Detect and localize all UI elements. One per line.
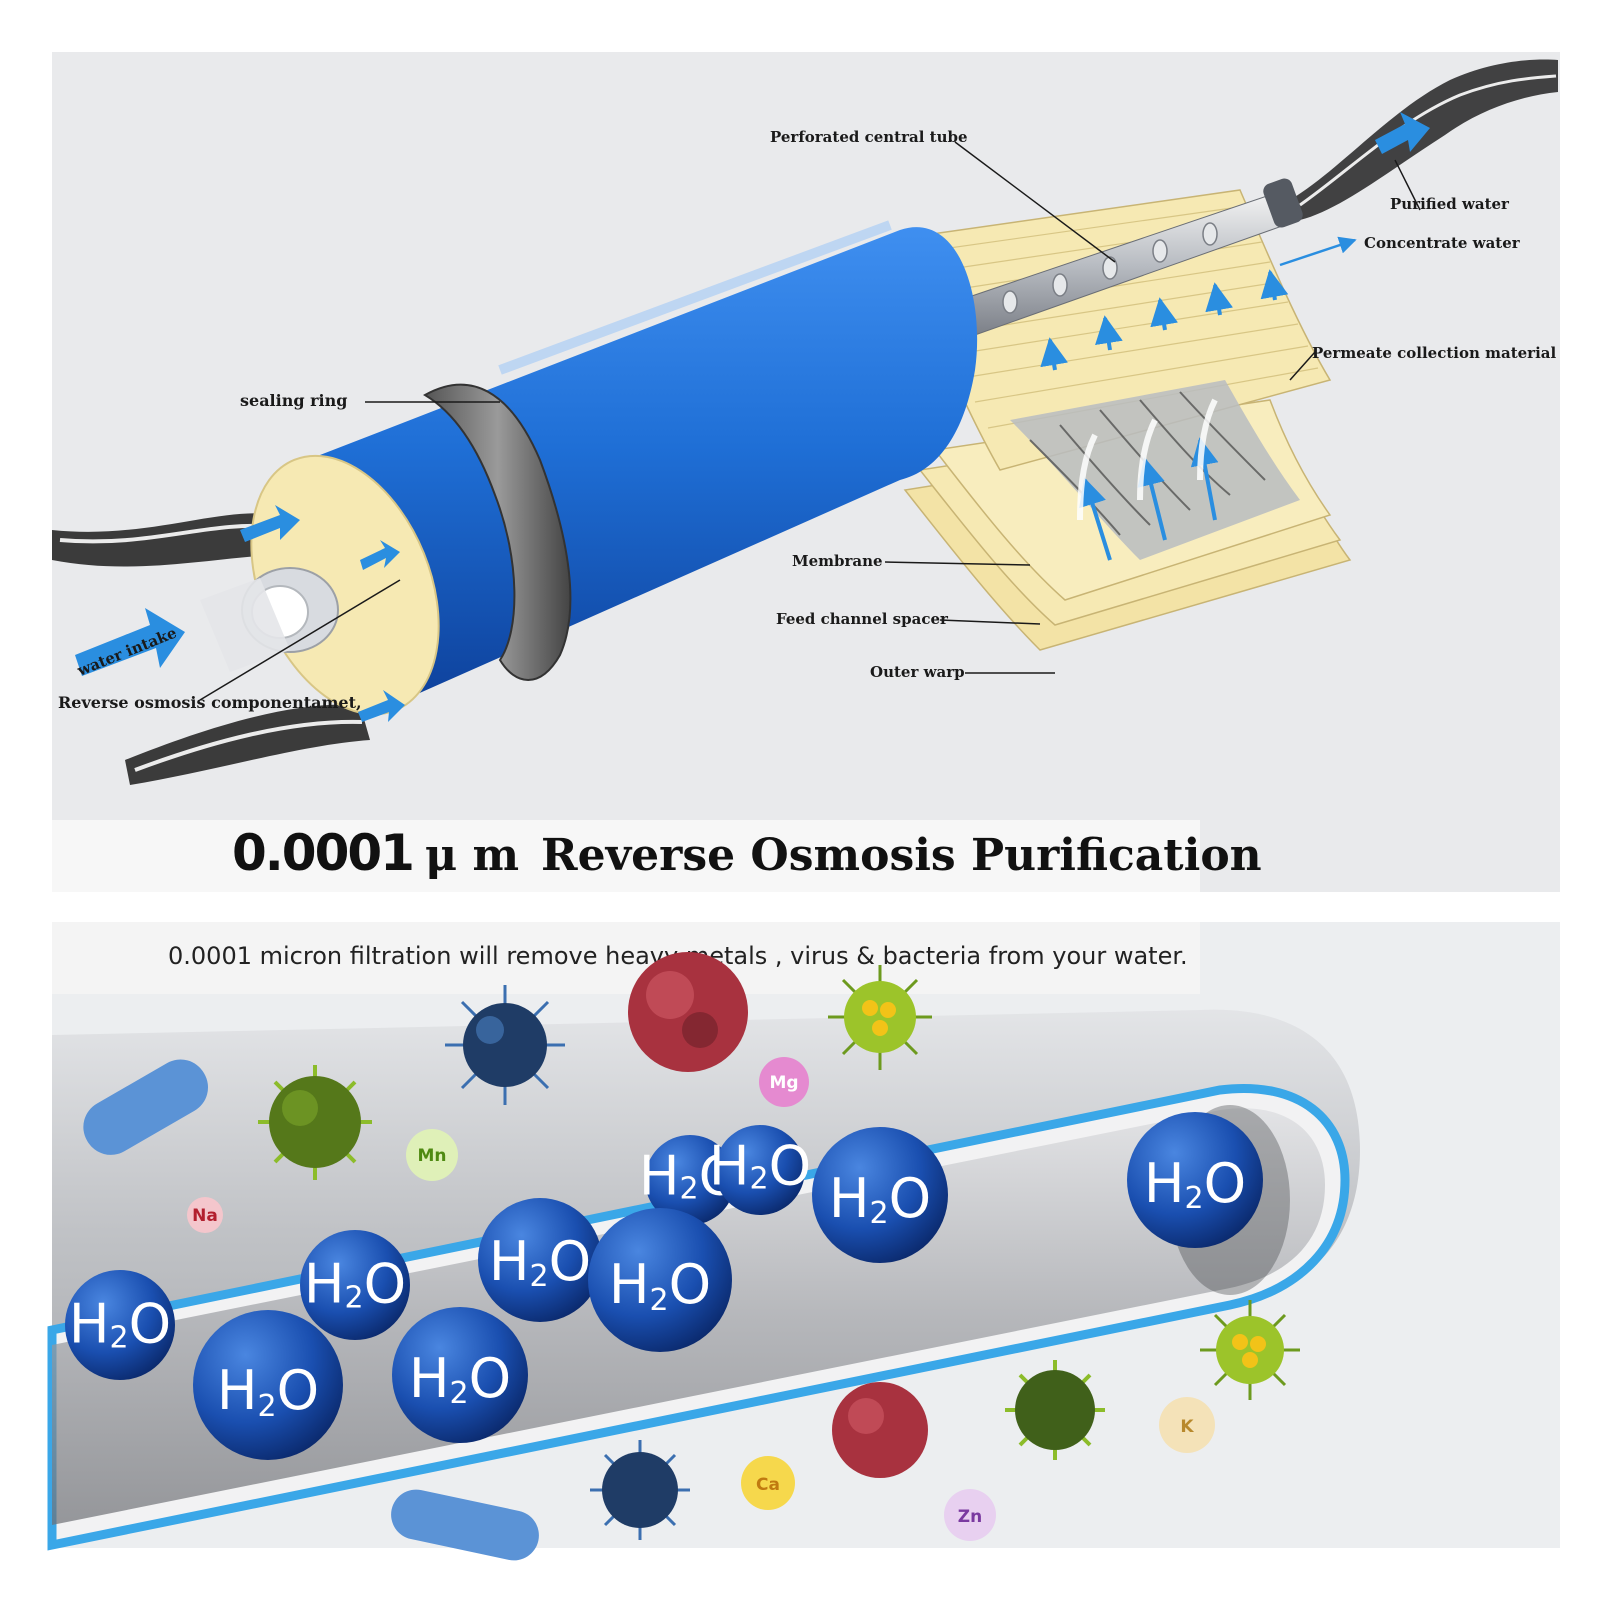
h2o-molecules: H2OH2OH2OH2OH2OH2OH2OH2OH2OH2O	[65, 1112, 1263, 1460]
ions: Na Mn Mg Ca Zn K	[187, 1057, 1215, 1541]
ion-zn-label: Zn	[958, 1507, 982, 1527]
virus-navy-1	[445, 985, 565, 1105]
title-text: Reverse Osmosis Purification	[541, 830, 1262, 881]
label-outer-warp: Outer warp	[870, 663, 965, 681]
contaminants	[83, 952, 1300, 1561]
h2o-molecule: H2O	[193, 1310, 343, 1460]
water-stream-intake-bottom-highlight	[134, 719, 363, 772]
label-purified-water: Purified water	[1390, 195, 1510, 213]
flow-arrows-white	[1077, 398, 1218, 521]
virus-red-2	[832, 1382, 928, 1478]
label-sealing-ring: sealing ring	[240, 391, 347, 410]
h2o-molecule: H2O	[300, 1230, 410, 1340]
ion-mg: Mg	[759, 1057, 809, 1107]
ion-mn: Mn	[406, 1129, 458, 1181]
h2o-sphere	[1127, 1112, 1263, 1248]
water-stream-purified	[1290, 59, 1558, 221]
h2o-sphere	[65, 1270, 175, 1380]
h2o-molecule: H2O	[478, 1198, 602, 1322]
virus-green-2	[1005, 1360, 1105, 1460]
h2o-molecule: H2O	[392, 1307, 528, 1443]
title-band	[52, 820, 1200, 892]
bacteria-rod-2	[391, 1489, 539, 1561]
h2o-molecule: H2O	[1127, 1112, 1263, 1248]
h2o-molecule: H2O	[709, 1125, 811, 1215]
virus-navy-2	[590, 1440, 690, 1540]
label-membrane: Membrane	[792, 552, 883, 570]
perforated-central-tube	[959, 178, 1303, 336]
title-number: 0.0001	[232, 824, 413, 882]
h2o-label: H2O	[609, 1253, 711, 1318]
label-feed-spacer: Feed channel spacer	[776, 610, 949, 628]
h2o-label: H2O	[304, 1253, 406, 1316]
main-title: 0.0001 μ m Reverse Osmosis Purification	[232, 824, 1262, 882]
bacteria-rod-1	[83, 1059, 209, 1155]
water-stream-intake-bottom	[125, 704, 370, 785]
title-unit: μ m	[425, 830, 519, 881]
ion-mg-label: Mg	[769, 1073, 798, 1093]
h2o-sphere	[812, 1127, 948, 1263]
subtitle-band	[52, 922, 1200, 994]
leader-lines	[199, 141, 1421, 701]
ion-ca: Ca	[741, 1456, 795, 1510]
ion-ca-label: Ca	[756, 1475, 780, 1495]
h2o-sphere	[478, 1198, 602, 1322]
ion-mn-label: Mn	[417, 1146, 446, 1166]
h2o-label: H2O	[489, 1230, 591, 1294]
label-perforated-tube: Perforated central tube	[770, 128, 968, 146]
h2o-sphere	[715, 1125, 805, 1215]
h2o-label: H2O	[829, 1167, 931, 1231]
h2o-sphere	[588, 1208, 732, 1352]
virus-green-1	[258, 1065, 372, 1180]
virus-yellow-1	[828, 965, 932, 1070]
ion-na: Na	[187, 1197, 223, 1233]
h2o-label: H2O	[409, 1347, 511, 1411]
concentrate-arrow	[1279, 236, 1357, 267]
h2o-label: H2O	[217, 1359, 319, 1424]
ion-k-label: K	[1180, 1417, 1194, 1437]
ion-k: K	[1159, 1397, 1215, 1453]
h2o-sphere	[645, 1135, 735, 1225]
virus-red-1	[628, 952, 748, 1072]
h2o-sphere	[193, 1310, 343, 1460]
h2o-label: H2O	[709, 1134, 811, 1197]
h2o-label: H2O	[1144, 1152, 1246, 1216]
water-stream-purified-highlight	[1299, 74, 1557, 207]
h2o-molecule: H2O	[588, 1208, 732, 1352]
label-permeate-material: Permeate collection material	[1312, 344, 1557, 362]
label-concentrate-water: Concentrate water	[1364, 234, 1521, 252]
h2o-molecule: H2O	[812, 1127, 948, 1263]
h2o-label: H2O	[69, 1293, 171, 1356]
h2o-molecule: H2O	[65, 1270, 175, 1380]
label-ro-component: Reverse osmosis componentamet,	[58, 693, 362, 712]
ion-zn: Zn	[944, 1489, 996, 1541]
ro-cartridge	[200, 220, 978, 716]
h2o-sphere	[300, 1230, 410, 1340]
h2o-sphere	[392, 1307, 528, 1443]
virus-yellow-2	[1200, 1300, 1300, 1400]
purified-arrow	[1375, 112, 1430, 154]
intake-arrows	[75, 505, 405, 722]
ion-na-label: Na	[192, 1206, 218, 1226]
